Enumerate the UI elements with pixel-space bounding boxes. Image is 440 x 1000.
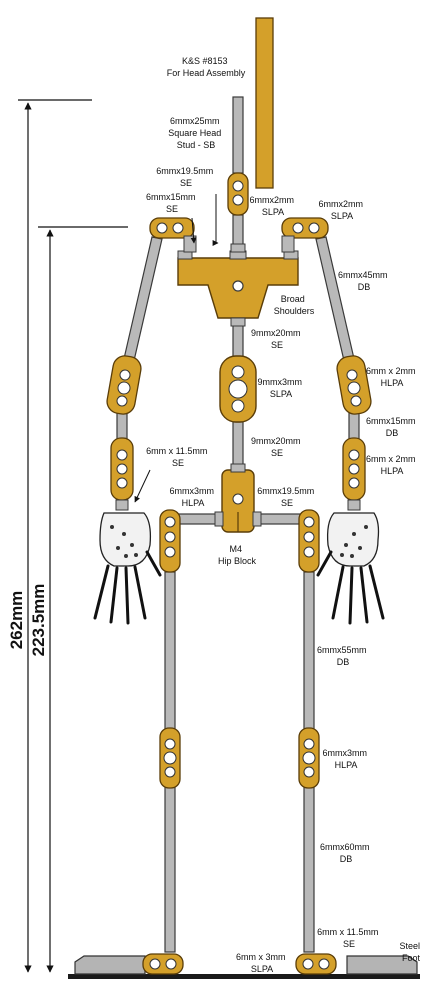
label-wrist-se: 6mm x 11.5mm SE: [146, 446, 210, 468]
label-thigh-db: 6mmx55mm DB: [317, 645, 369, 667]
dimension-223-label: 223.5mm: [29, 584, 48, 657]
right-knee-joint: [298, 727, 320, 789]
head-assembly-bar: [255, 17, 274, 189]
right-thigh-rod: [303, 571, 315, 733]
label-knee-hlpa: 6mmx3mm HLPA: [322, 748, 369, 770]
label-upper-arm-db: 6mmx45mm DB: [338, 270, 390, 292]
pointer-arrows: [134, 194, 219, 503]
label-head-stud: 6mmx25mm Square Head Stud - SB: [168, 116, 224, 150]
left-elbow-joint: [106, 355, 142, 415]
right-upper-arm-rod: [315, 236, 356, 366]
left-shoulder-joint: [149, 217, 197, 253]
left-ankle-joint: [142, 953, 184, 975]
left-thigh-rod: [164, 571, 176, 733]
label-steel-foot: Steel Foot: [399, 941, 422, 963]
right-ankle-joint: [295, 953, 337, 975]
ground-line: [68, 974, 420, 979]
right-steel-foot: [346, 955, 418, 975]
label-shoulder-se: 6mmx15mm SE: [146, 192, 198, 214]
left-steel-foot: [74, 955, 146, 975]
label-neck-slpa: 6mmx2mm SLPA: [249, 195, 296, 217]
spine-joint: [219, 355, 257, 423]
right-hand: [316, 512, 385, 625]
right-elbow-joint: [336, 355, 372, 415]
label-spine-se-top: 9mmx20mm SE: [251, 328, 303, 350]
label-shoulders: Broad Shoulders: [274, 294, 315, 316]
right-shoulder-joint: [281, 217, 329, 253]
right-wrist-joint: [342, 437, 366, 511]
label-hip-se: 6mmx19.5mm SE: [257, 486, 317, 508]
head-stud-rod: [232, 96, 244, 174]
left-upper-arm-rod: [122, 236, 163, 366]
label-wrist-hlpa: 6mm x 2mm HLPA: [366, 454, 418, 476]
left-hip-joint: [159, 509, 181, 573]
left-shin-rod: [164, 785, 176, 953]
left-hand: [93, 512, 162, 625]
rods: [116, 96, 360, 953]
label-neck-se: 6mmx19.5mm SE: [156, 166, 216, 188]
labels: K&S #8153 For Head Assembly 6mmx25mm Squ…: [146, 56, 422, 974]
right-hip-joint: [298, 509, 320, 573]
label-hip-hlpa: 6mmx3mm HLPA: [169, 486, 216, 508]
dimension-262-label: 262mm: [7, 591, 26, 650]
label-hip-block: M4 Hip Block: [218, 544, 257, 566]
label-right-slpa: 6mmx2mm SLPA: [318, 199, 365, 221]
label-ankle-se: 6mm x 11.5mm SE: [317, 927, 381, 949]
dimension-262: 262mm: [7, 99, 92, 973]
left-wrist-joint: [110, 437, 134, 511]
dimension-223: 223.5mm: [29, 226, 128, 973]
label-shin-db: 6mmx60mm DB: [320, 842, 372, 864]
label-head-assembly: K&S #8153 For Head Assembly: [167, 56, 246, 78]
right-shin-rod: [303, 785, 315, 953]
hip-block: [214, 463, 262, 533]
label-spine-slpa: 9mmx3mm SLPA: [257, 377, 304, 399]
label-spine-se-bottom: 9mmx20mm SE: [251, 436, 303, 458]
left-knee-joint: [159, 727, 181, 789]
neck-joint: [227, 172, 249, 253]
label-forearm-db: 6mmx15mm DB: [366, 416, 418, 438]
label-ankle-slpa: 6mm x 3mm SLPA: [236, 952, 288, 974]
label-elbow-hlpa: 6mm x 2mm HLPA: [366, 366, 418, 388]
